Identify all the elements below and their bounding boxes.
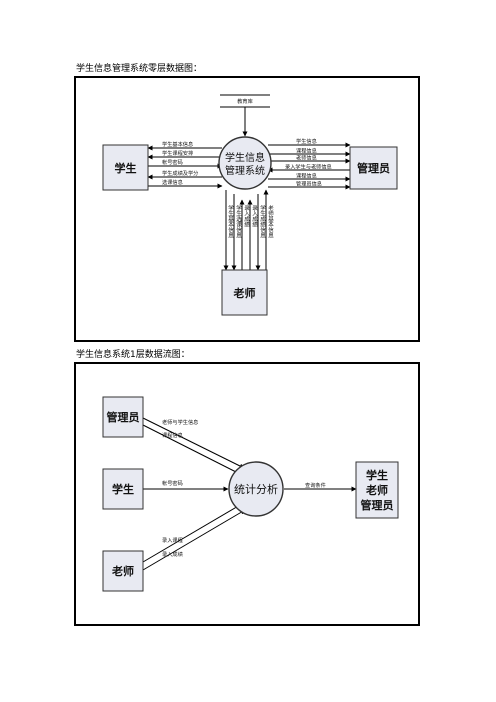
student-source-box <box>102 468 144 510</box>
flow-line <box>142 504 241 563</box>
teacher-source-box <box>102 550 144 592</box>
student-entity-label: 学生 <box>115 161 137 175</box>
teacher-entity-box <box>221 269 268 316</box>
flow-label: 学生课程安排 <box>162 149 193 157</box>
flow-label: 帐号密码 <box>162 479 183 487</box>
flow-label: 学生基本信息 <box>227 204 234 239</box>
diagram-1: 管理员 学生 老师 学生 老师 管理员 统计分析 老师与学生信息 课程信息 帐号… <box>102 396 399 592</box>
teacher-source-label: 老师 <box>111 564 134 578</box>
flow-line <box>142 417 245 469</box>
admin-source-box <box>102 396 144 438</box>
system-process-label-line-1: 学生信息 <box>225 151 265 164</box>
diagram-1-flow-labels: 老师与学生信息 课程信息 帐号密码 录入课程 录入成绩 查询条件 <box>162 418 326 558</box>
vertical-flow-labels: 学生基本信息 学生选课信息 录入成绩 录入成绩 学生成绩信息 老师基本信息 <box>227 204 274 239</box>
system-process-label-line-2: 管理系统 <box>225 164 265 177</box>
target-label-line-1: 学生 <box>366 468 388 482</box>
flow-label: 选课信息 <box>162 178 183 186</box>
flow-label: 老师基本信息 <box>267 204 274 239</box>
student-source-label: 学生 <box>112 482 134 496</box>
flow-label: 录入成绩 <box>162 550 183 558</box>
admin-entity-box <box>349 146 398 190</box>
flow-label: 学生信息 <box>296 137 317 145</box>
diagram-0: 教育库 学生 <box>102 94 398 316</box>
target-label-line-2: 老师 <box>365 483 388 497</box>
flow-label: 录入学生与老师信息 <box>285 163 332 171</box>
left-flow-lines <box>147 145 223 189</box>
flow-label: 管理员信息 <box>296 180 322 188</box>
caption-level-0: 学生信息管理系统零层数据图： <box>76 64 203 74</box>
flow-label: 课程信息 <box>296 147 317 155</box>
flow-line <box>142 424 241 475</box>
target-box <box>355 461 399 519</box>
admin-source-label: 管理员 <box>107 410 140 424</box>
flow-line <box>142 509 246 571</box>
admin-entity-label: 管理员 <box>357 161 390 175</box>
diagram-1-flow-lines <box>142 417 357 571</box>
flow-label: 学生成绩及学分 <box>162 169 198 177</box>
right-flow-labels: 学生信息 课程信息 老师信息 录入学生与老师信息 课程信息 管理员信息 <box>285 137 332 188</box>
caption-level-1: 学生信息系统1层数据流图： <box>76 350 190 360</box>
flow-label: 录入成绩 <box>243 204 250 229</box>
flow-label: 录入成绩 <box>251 204 258 229</box>
target-label-line-3: 管理员 <box>361 498 394 512</box>
flow-label: 帐号密码 <box>162 158 183 166</box>
vertical-flow-lines <box>223 189 269 271</box>
flow-label: 课程信息 <box>162 431 183 439</box>
teacher-entity-label: 老师 <box>233 286 256 300</box>
flow-label: 学生成绩信息 <box>259 204 266 239</box>
flow-label: 学生选课信息 <box>235 204 242 239</box>
student-entity-box <box>102 144 149 191</box>
flow-label: 老师与学生信息 <box>162 418 198 426</box>
flow-label: 老师信息 <box>296 154 317 162</box>
system-process-circle <box>218 136 272 190</box>
flow-label: 学生基本信息 <box>162 140 193 148</box>
flow-label: 查询条件 <box>305 481 326 489</box>
analysis-process-circle <box>228 461 284 517</box>
right-flow-lines <box>267 142 351 190</box>
flow-label: 录入课程 <box>162 536 183 544</box>
left-flow-labels: 学生基本信息 学生课程安排 帐号密码 学生成绩及学分 选课信息 <box>162 140 198 186</box>
analysis-process-label: 统计分析 <box>234 482 278 496</box>
database-label: 教育库 <box>237 97 253 105</box>
flow-label: 课程信息 <box>296 172 317 180</box>
